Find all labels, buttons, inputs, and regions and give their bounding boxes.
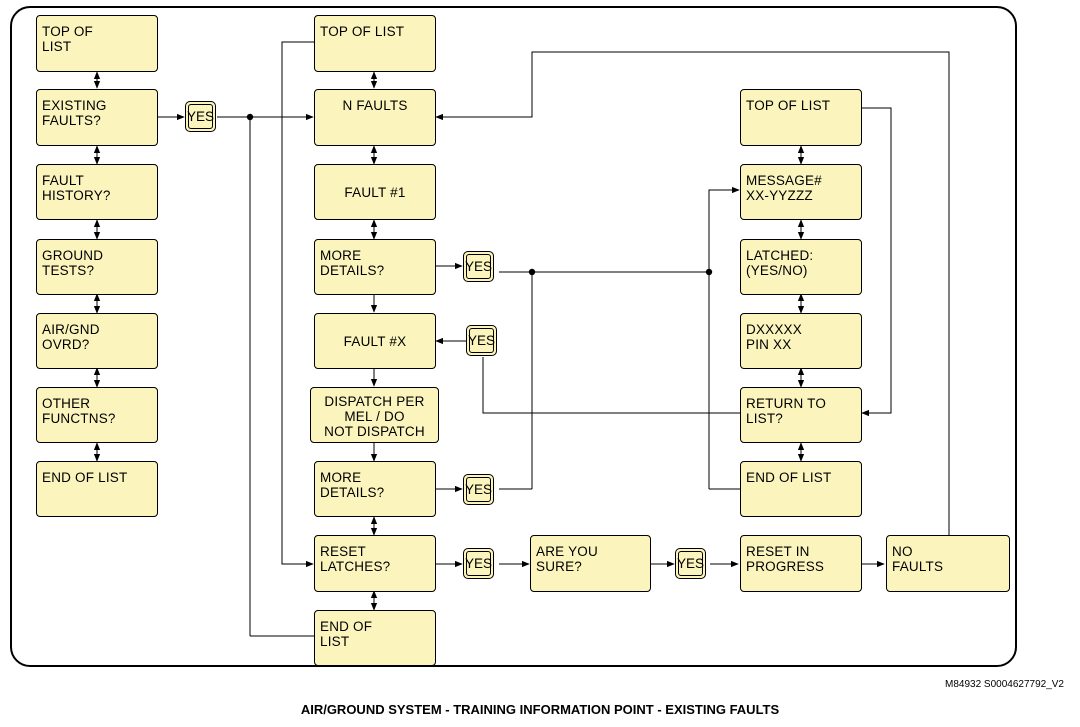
node-more-details-2: MORE DETAILS? xyxy=(314,461,436,517)
node-ground-tests: GROUND TESTS? xyxy=(36,239,158,295)
diagram-frame xyxy=(10,6,1017,667)
node-reset-latches: RESET LATCHES? xyxy=(314,535,436,592)
node-top-of-list-right: TOP OF LIST xyxy=(740,89,862,146)
yes-label: YES xyxy=(677,551,704,576)
yes-label: YES xyxy=(465,254,492,279)
node-air-gnd-ovrd: AIR/GND OVRD? xyxy=(36,313,158,369)
node-message: MESSAGE# XX-YYZZZ xyxy=(740,164,862,220)
yes-more-details-2: YES xyxy=(463,474,494,505)
node-top-of-list-mid: TOP OF LIST xyxy=(314,15,436,72)
yes-fault-x: YES xyxy=(466,325,497,356)
yes-label: YES xyxy=(465,551,492,576)
node-reset-in-progress: RESET IN PROGRESS xyxy=(740,535,862,592)
node-fault-history: FAULT HISTORY? xyxy=(36,164,158,220)
node-other-functns: OTHER FUNCTNS? xyxy=(36,387,158,443)
yes-label: YES xyxy=(468,328,495,353)
node-end-of-list-left: END OF LIST xyxy=(36,461,158,517)
yes-reset-latches: YES xyxy=(463,548,494,579)
yes-more-details-1: YES xyxy=(463,251,494,282)
node-dispatch: DISPATCH PER MEL / DO NOT DISPATCH xyxy=(310,387,439,443)
node-are-you-sure: ARE YOU SURE? xyxy=(530,535,651,592)
node-fault-x: FAULT #X xyxy=(314,313,436,369)
yes-are-you-sure: YES xyxy=(675,548,706,579)
yes-existing-faults: YES xyxy=(185,101,216,132)
node-no-faults: NO FAULTS xyxy=(886,535,1010,592)
figure-caption: AIR/GROUND SYSTEM - TRAINING INFORMATION… xyxy=(300,702,780,717)
node-more-details-1: MORE DETAILS? xyxy=(314,239,436,295)
node-end-of-list-right: END OF LIST xyxy=(740,461,862,517)
node-latched: LATCHED: (YES/NO) xyxy=(740,239,862,295)
node-top-of-list-left: TOP OF LIST xyxy=(36,15,158,72)
yes-label: YES xyxy=(465,477,492,502)
node-existing-faults: EXISTING FAULTS? xyxy=(36,89,158,146)
junction-dot xyxy=(528,268,536,276)
node-dxxxxx: DXXXXX PIN XX xyxy=(740,313,862,369)
junction-dot xyxy=(246,113,254,121)
figure-code: M84932 S0004627792_V2 xyxy=(945,679,1064,690)
junction-dot xyxy=(705,268,713,276)
node-n-faults: N FAULTS xyxy=(314,89,436,146)
yes-label: YES xyxy=(187,104,214,129)
node-fault-1: FAULT #1 xyxy=(314,164,436,220)
node-end-of-list-mid: END OF LIST xyxy=(314,610,436,666)
node-return-to-list: RETURN TO LIST? xyxy=(740,387,862,443)
